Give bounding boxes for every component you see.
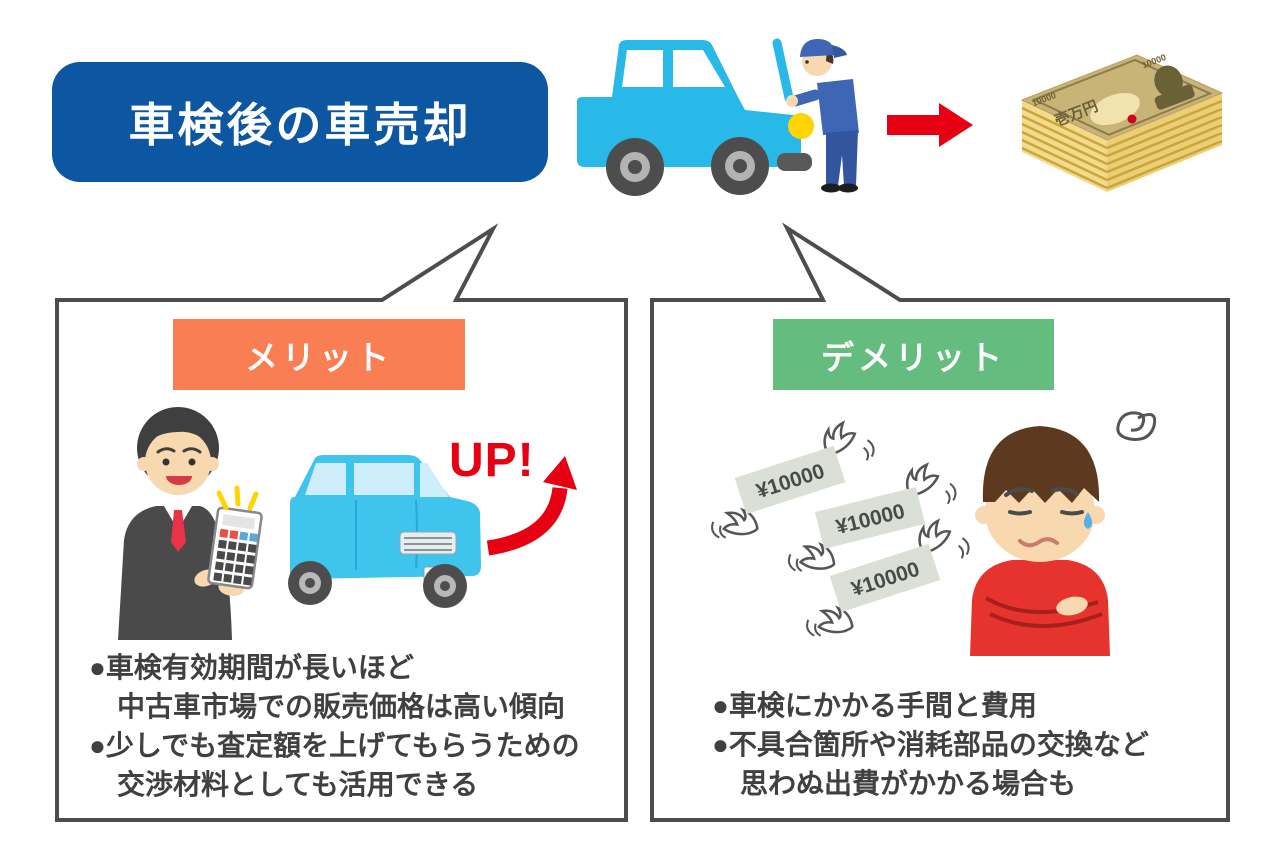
merit-illustration: UP! <box>118 407 577 640</box>
sparkle-icon <box>216 485 259 511</box>
confusion-scribble-icon <box>1116 411 1157 441</box>
calculator-icon <box>207 506 263 597</box>
page-title: 車検後の車売却 <box>128 99 472 151</box>
wheel-icon <box>288 561 332 605</box>
appraiser-figure <box>118 407 263 640</box>
inspected-car-icon <box>577 38 814 196</box>
merit-header: メリット <box>173 319 465 390</box>
bullet-line: ●不具合箇所や消耗部品の交換など <box>712 729 1149 760</box>
wheel-icon <box>711 137 769 195</box>
money-stack-icon: 壱万円 10000 10000 <box>1020 52 1224 192</box>
up-arrow-icon <box>486 456 577 556</box>
bullet-line: ●少しでも査定額を上げてもらうための <box>89 730 580 761</box>
bullet-line: ●車検にかかる手間と費用 <box>712 690 1037 721</box>
bullet-line: ●車検有効期間が長いほど <box>89 652 414 683</box>
wheel-icon <box>423 564 467 608</box>
bullet-line: 中古車市場での販売価格は高い傾向 <box>117 691 566 722</box>
arrow-right-icon <box>887 103 973 147</box>
demerit-illustration: ¥10000 ¥10000 ¥10000 <box>711 411 1157 656</box>
worried-man-figure <box>970 411 1157 656</box>
merit-bullet-list: ●車検有効期間が長いほど 中古車市場での販売価格は高い傾向 ●少しでも査定額を上… <box>89 648 580 804</box>
bullet-line: 思わぬ出費がかかる場合も <box>740 768 1077 799</box>
merit-car-icon <box>288 455 481 608</box>
demerit-header: デメリット <box>773 319 1054 390</box>
tear-icon <box>1083 512 1093 529</box>
wheel-icon <box>606 138 664 196</box>
value-up-label: UP! <box>449 434 535 487</box>
flying-money-icon: ¥10000 <box>711 420 875 539</box>
demerit-bullet-list: ●車検にかかる手間と費用 ●不具合箇所や消耗部品の交換など 思わぬ出費がかかる場… <box>712 686 1149 803</box>
merit-header-label: メリット <box>245 338 393 376</box>
flying-money-icon: ¥10000 <box>806 518 970 637</box>
inspection-scene-illustration: 壱万円 10000 10000 <box>577 38 1224 196</box>
demerit-header-label: デメリット <box>821 338 1006 376</box>
mechanic-figure <box>786 39 859 193</box>
title-badge: 車検後の車売却 <box>52 62 548 182</box>
bullet-line: 交渉材料としても活用できる <box>117 769 479 800</box>
